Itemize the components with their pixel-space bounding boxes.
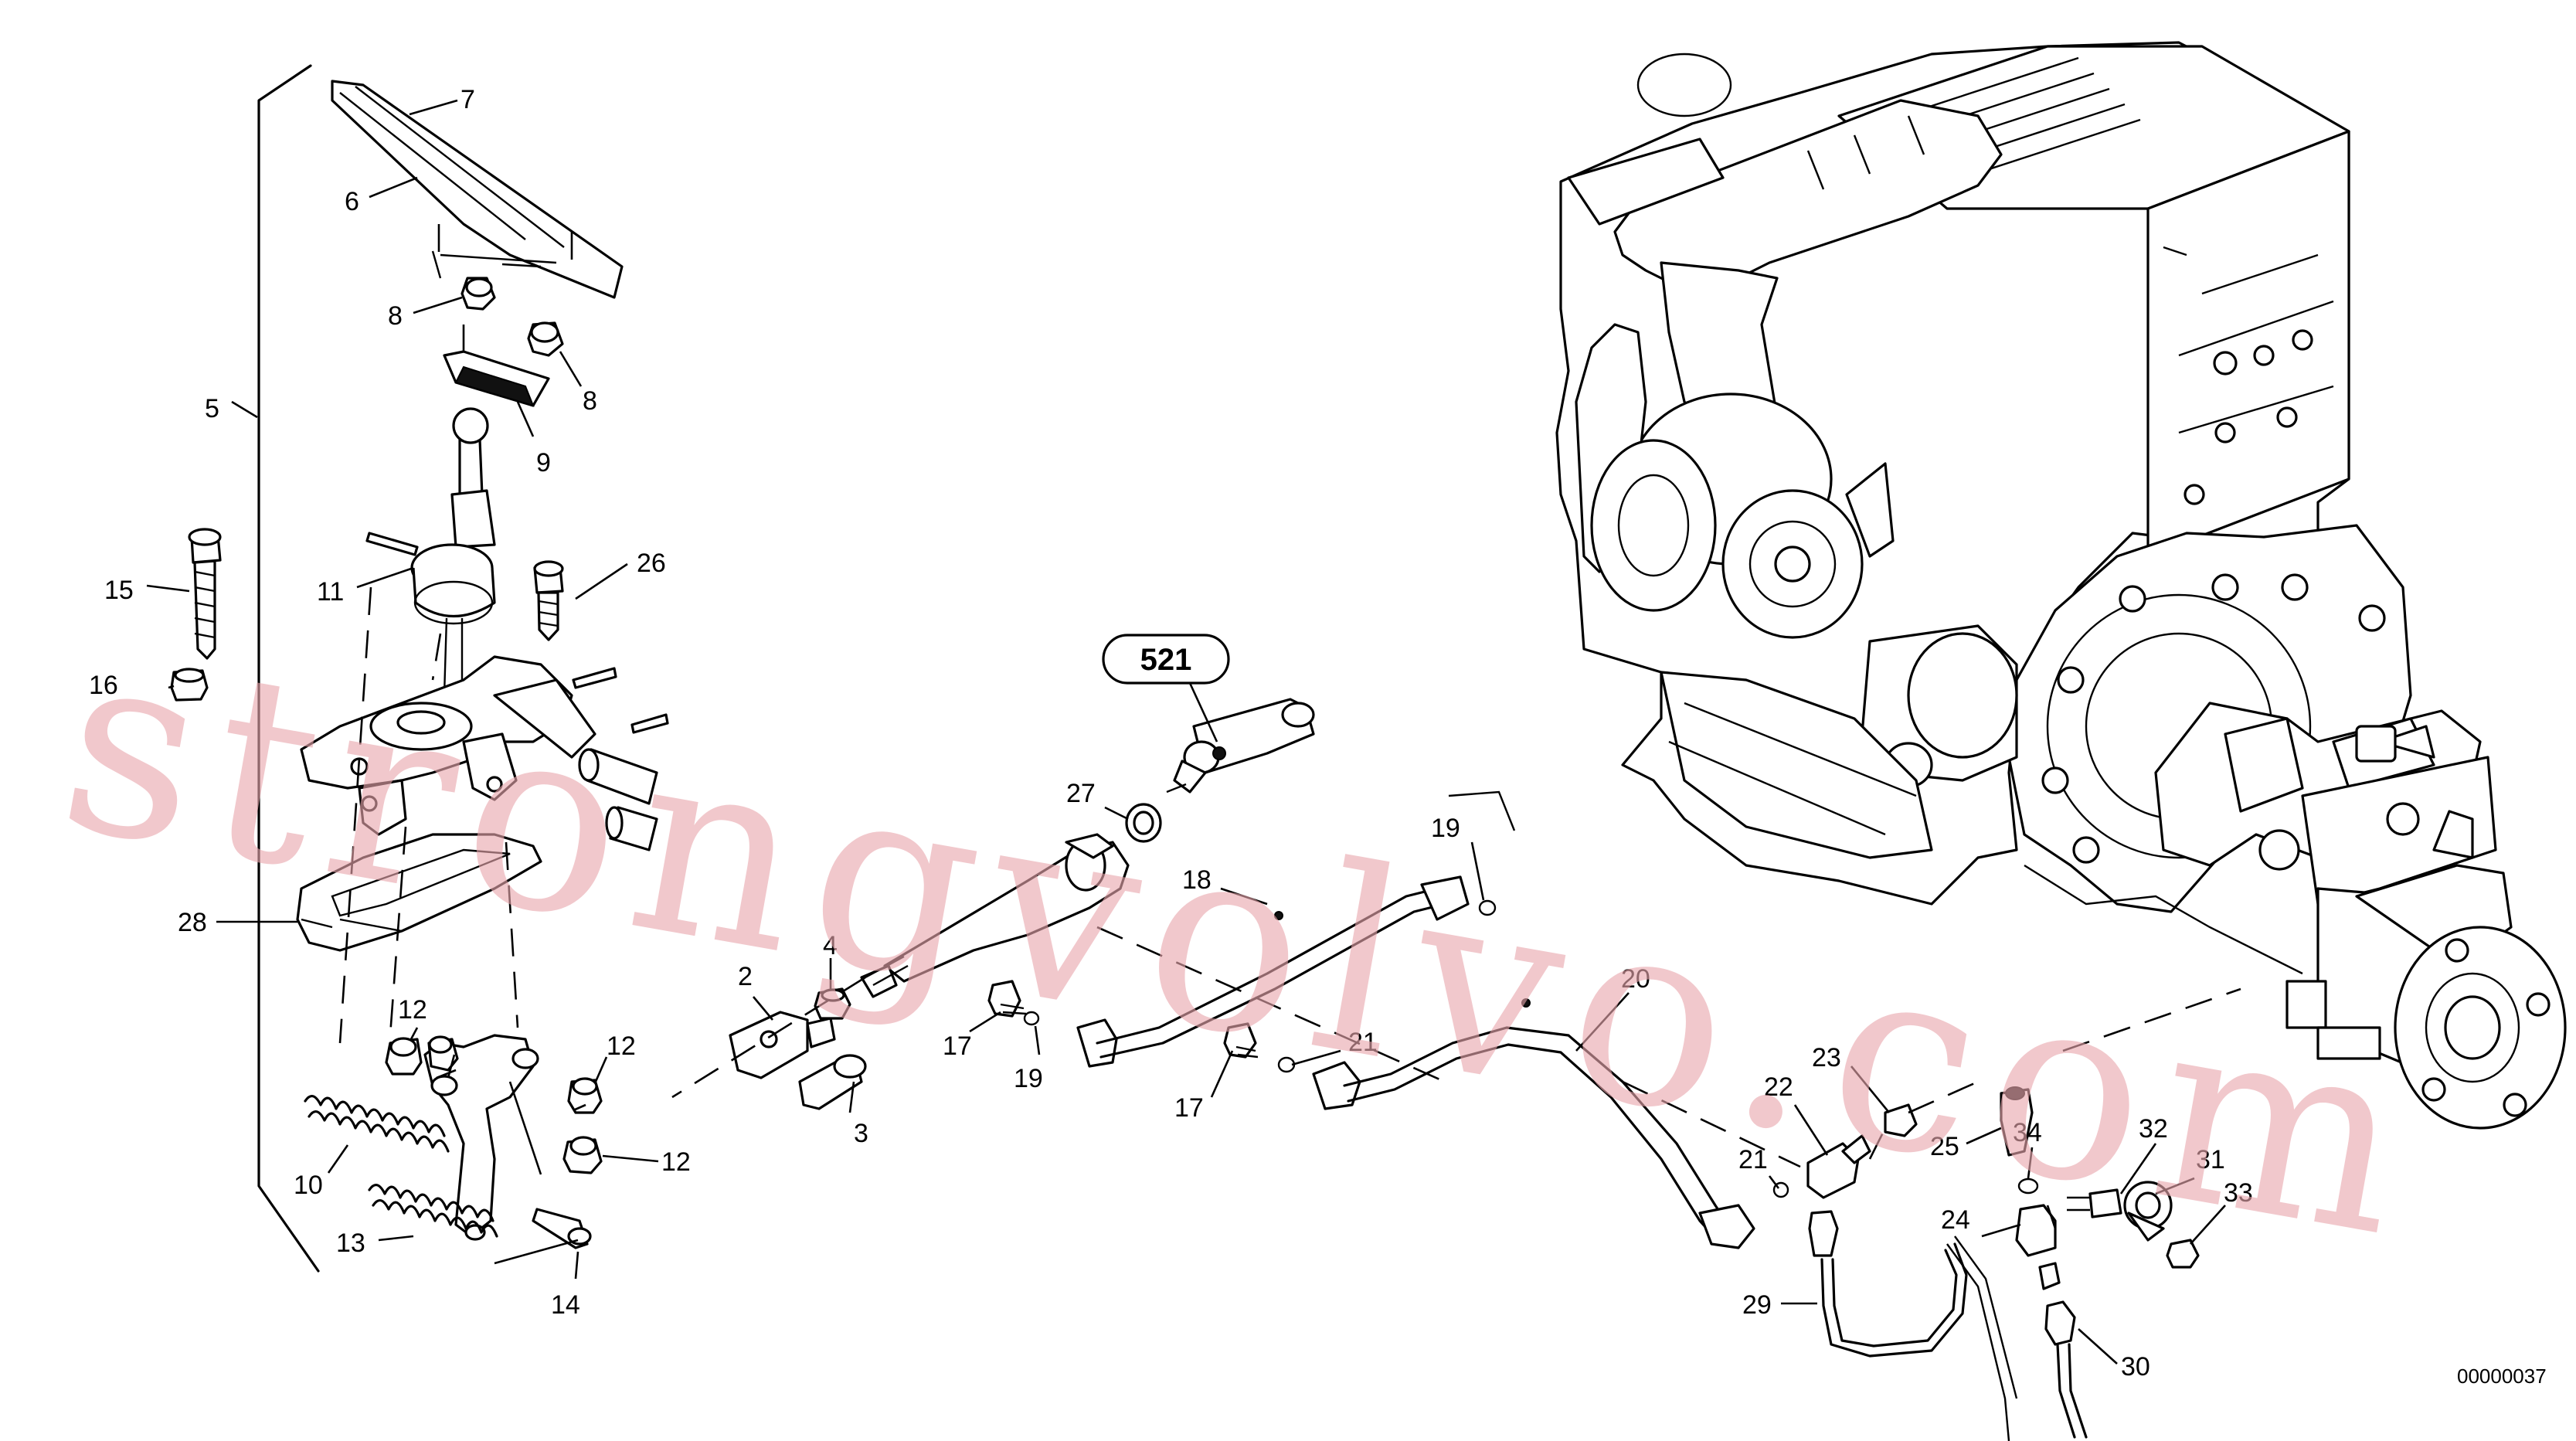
part-label[interactable]: 6 bbox=[345, 176, 418, 216]
svg-text:19: 19 bbox=[1014, 1064, 1043, 1093]
part-label[interactable]: 8 bbox=[388, 296, 463, 331]
part-label[interactable]: 15 bbox=[104, 576, 190, 605]
svg-text:7: 7 bbox=[460, 85, 475, 114]
part-label[interactable]: 27 bbox=[1066, 779, 1129, 821]
svg-text:24: 24 bbox=[1941, 1205, 1970, 1235]
svg-text:5: 5 bbox=[205, 394, 219, 423]
part-label[interactable]: 30 bbox=[2078, 1328, 2150, 1382]
part-label[interactable]: 20 bbox=[1575, 964, 1650, 1052]
part-label[interactable]: 34 bbox=[2013, 1118, 2042, 1179]
part-label[interactable]: 23 bbox=[1812, 1043, 1891, 1113]
part-label[interactable]: 26 bbox=[575, 549, 666, 600]
svg-text:26: 26 bbox=[637, 549, 666, 578]
part-label[interactable] bbox=[447, 1054, 456, 1079]
part-label[interactable]: 29 bbox=[1742, 1290, 1817, 1320]
part-label[interactable]: 12 bbox=[593, 1031, 636, 1084]
svg-text:18: 18 bbox=[1182, 865, 1212, 895]
svg-text:21: 21 bbox=[1348, 1028, 1378, 1057]
part-label[interactable]: 7 bbox=[409, 85, 475, 116]
part-label[interactable]: 10 bbox=[294, 1144, 349, 1200]
part-label[interactable]: 14 bbox=[551, 1251, 580, 1320]
svg-text:33: 33 bbox=[2224, 1178, 2253, 1208]
part-label[interactable]: 25 bbox=[1930, 1127, 2002, 1161]
part-label[interactable] bbox=[436, 1069, 457, 1079]
svg-text:11: 11 bbox=[317, 577, 344, 607]
svg-text:2: 2 bbox=[738, 962, 753, 991]
part-label[interactable]: 13 bbox=[336, 1229, 414, 1258]
svg-text:8: 8 bbox=[388, 301, 403, 331]
svg-text:21: 21 bbox=[1738, 1145, 1768, 1174]
svg-text:31: 31 bbox=[2196, 1145, 2225, 1174]
svg-text:4: 4 bbox=[823, 931, 838, 960]
part-label[interactable]: 22 bbox=[1764, 1072, 1829, 1156]
svg-text:17: 17 bbox=[943, 1031, 972, 1061]
part-label[interactable] bbox=[573, 1103, 586, 1112]
svg-text:25: 25 bbox=[1930, 1132, 1959, 1161]
svg-text:15: 15 bbox=[104, 576, 134, 605]
part-label[interactable]: 5 bbox=[205, 394, 258, 423]
bush-8b-drawing bbox=[527, 321, 564, 357]
svg-text:30: 30 bbox=[2121, 1352, 2150, 1382]
svg-text:22: 22 bbox=[1764, 1072, 1793, 1102]
pedal-assembly-drawing bbox=[170, 64, 669, 1273]
svg-text:521: 521 bbox=[1140, 643, 1192, 677]
part-label[interactable]: 12 bbox=[602, 1147, 691, 1177]
svg-text:19: 19 bbox=[1431, 814, 1460, 843]
part-labels: 7 6 8 8 5 9 15 26 11 16 28 27 2 4 3 17 1… bbox=[89, 85, 2253, 1382]
svg-text:12: 12 bbox=[398, 995, 427, 1025]
part-label[interactable]: 11 bbox=[317, 566, 414, 607]
part-label[interactable]: 4 bbox=[823, 931, 838, 989]
part-label[interactable] bbox=[494, 1239, 579, 1265]
part-label[interactable]: 19 bbox=[1014, 1025, 1043, 1093]
part-label[interactable]: 19 bbox=[1431, 814, 1485, 901]
svg-text:34: 34 bbox=[2013, 1118, 2042, 1147]
svg-text:29: 29 bbox=[1742, 1290, 1772, 1320]
engine-drawing bbox=[1555, 41, 2567, 1130]
part-label[interactable]: 31 bbox=[2155, 1145, 2225, 1195]
svg-text:17: 17 bbox=[1174, 1093, 1204, 1123]
part-label[interactable]: 33 bbox=[2190, 1178, 2253, 1245]
svg-text:14: 14 bbox=[551, 1290, 580, 1320]
svg-text:16: 16 bbox=[89, 671, 118, 700]
svg-text:9: 9 bbox=[536, 448, 551, 478]
svg-text:6: 6 bbox=[345, 187, 359, 216]
part-label[interactable]: 17 bbox=[943, 1011, 1001, 1061]
svg-text:27: 27 bbox=[1066, 779, 1096, 808]
svg-text:12: 12 bbox=[607, 1031, 636, 1061]
part-label[interactable]: 2 bbox=[738, 962, 773, 1021]
svg-text:8: 8 bbox=[583, 386, 597, 416]
part-label[interactable] bbox=[508, 1081, 542, 1175]
part-label[interactable]: 9 bbox=[516, 401, 551, 478]
part-label[interactable]: 32 bbox=[2119, 1114, 2168, 1195]
svg-text:13: 13 bbox=[336, 1229, 365, 1258]
svg-text:28: 28 bbox=[178, 908, 207, 937]
bush-8a-drawing bbox=[460, 277, 496, 311]
part-label[interactable]: 24 bbox=[1941, 1205, 2021, 1238]
part-label[interactable]: 17 bbox=[1174, 1050, 1234, 1123]
svg-text:10: 10 bbox=[294, 1171, 323, 1200]
part-label[interactable]: 21 bbox=[1738, 1145, 1780, 1189]
part-label[interactable]: 16 bbox=[89, 671, 175, 700]
svg-text:12: 12 bbox=[661, 1147, 691, 1177]
svg-text:3: 3 bbox=[854, 1119, 868, 1148]
part-label[interactable]: 3 bbox=[848, 1081, 868, 1148]
part-label[interactable]: 28 bbox=[178, 908, 297, 937]
center-parts-drawing: 521 bbox=[671, 634, 2241, 1441]
reference-callout[interactable]: 521 bbox=[1102, 634, 1230, 685]
part-label[interactable]: 21 bbox=[1291, 1028, 1378, 1066]
part-label[interactable]: 12 bbox=[398, 995, 427, 1040]
svg-text:20: 20 bbox=[1621, 964, 1650, 994]
drawing-number: 00000037 bbox=[2457, 1365, 2547, 1388]
svg-text:32: 32 bbox=[2139, 1114, 2168, 1144]
svg-text:23: 23 bbox=[1812, 1043, 1841, 1072]
part-label[interactable]: 8 bbox=[559, 351, 597, 416]
part-label[interactable]: 18 bbox=[1182, 865, 1268, 906]
